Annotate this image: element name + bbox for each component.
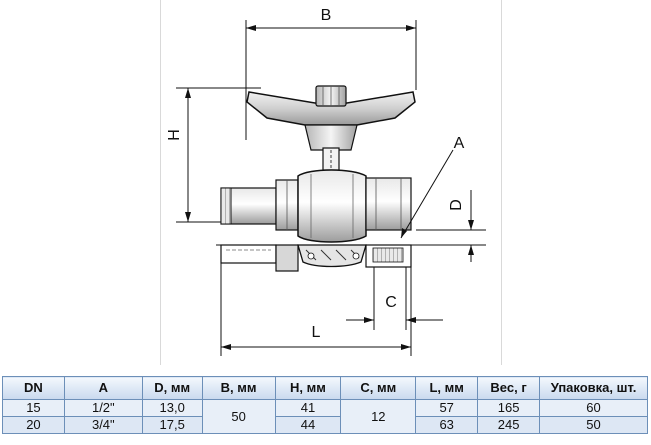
dimension-b: B: [245, 7, 417, 140]
valve-drawing-svg: B H: [166, 7, 486, 356]
header-c: C, мм: [340, 376, 417, 400]
table-row: 15 1/2" 13,0 50 41 12 57 165 60: [2, 399, 648, 434]
valve-handle: [246, 85, 416, 171]
cell-d: 17,5: [141, 416, 203, 434]
cell-c: 12: [340, 399, 417, 434]
dimension-c: C: [346, 267, 443, 330]
header-l: L, мм: [415, 376, 479, 400]
cell-dn: 15: [2, 399, 65, 417]
label-d: D: [448, 199, 465, 211]
table-row: 20 3/4" 17,5 44 63 245 50: [2, 416, 648, 434]
header-h: H, мм: [274, 376, 342, 400]
header-a: A: [63, 376, 143, 400]
dimension-h: H: [166, 87, 261, 223]
valve-technical-drawing: B H: [160, 0, 502, 365]
cell-d: 13,0: [141, 399, 203, 417]
cell-l: 57: [415, 399, 479, 417]
cell-package: 50: [539, 416, 648, 434]
cell-h: 44: [274, 416, 342, 434]
dimension-a: A: [400, 135, 465, 239]
label-b: B: [321, 7, 332, 24]
label-a: A: [454, 135, 465, 152]
label-c: C: [385, 294, 397, 311]
valve-body: [220, 169, 412, 243]
cell-a: 3/4": [63, 416, 143, 434]
cell-weight: 245: [477, 416, 541, 434]
header-dn: DN: [2, 376, 65, 400]
table-header-row: DN A D, мм B, мм H, мм C, мм L, мм Вес, …: [2, 376, 648, 400]
label-l: L: [312, 324, 321, 341]
dimension-l: L: [220, 263, 412, 356]
cell-l: 63: [415, 416, 479, 434]
cell-weight: 165: [477, 399, 541, 417]
header-d: D, мм: [141, 376, 203, 400]
header-b: B, мм: [201, 376, 276, 400]
header-package: Упаковка, шт.: [539, 376, 648, 400]
header-weight: Вес, г: [477, 376, 541, 400]
label-h: H: [166, 129, 183, 141]
dimension-d: D: [416, 190, 486, 262]
cell-dn: 20: [2, 416, 65, 434]
cell-b: 50: [201, 399, 276, 434]
cell-package: 60: [539, 399, 648, 417]
valve-section-view: [220, 244, 412, 272]
cell-h: 41: [274, 399, 342, 417]
cell-a: 1/2": [63, 399, 143, 417]
specifications-table: DN A D, мм B, мм H, мм C, мм L, мм Вес, …: [2, 376, 648, 434]
